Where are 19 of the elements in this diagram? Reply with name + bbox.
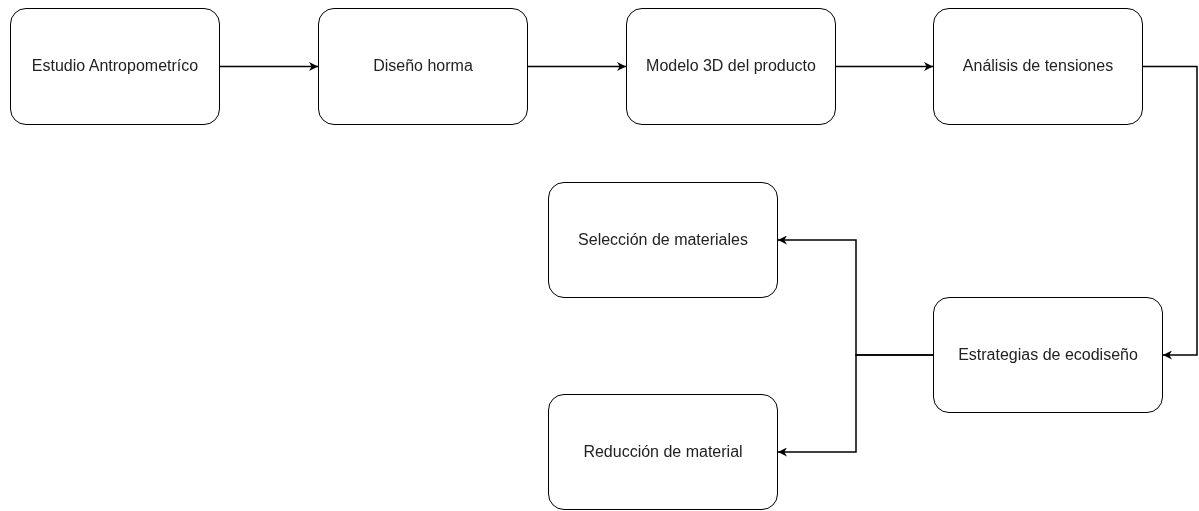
box-label: Análisis de tensiones <box>962 56 1114 77</box>
process-box <box>626 8 836 125</box>
box-label: Estudio Antropometríco <box>31 56 199 77</box>
arrow <box>219 62 319 71</box>
process-box <box>318 8 528 125</box>
process-box <box>548 394 778 510</box>
process-box <box>933 297 1163 413</box>
box-label: Reducción de material <box>583 441 743 462</box>
box-label: Selección de materiales <box>578 229 748 250</box>
process-box <box>10 8 220 125</box>
box-label: Diseño horma <box>373 56 473 77</box>
box-label: Modelo 3D del producto <box>646 56 816 77</box>
arrow <box>777 354 934 457</box>
box-label: Estrategias de ecodiseño <box>958 344 1138 365</box>
arrow <box>527 62 627 71</box>
arrow <box>1142 65 1198 360</box>
process-box <box>933 8 1143 125</box>
arrow <box>835 62 934 71</box>
process-box <box>548 182 778 298</box>
